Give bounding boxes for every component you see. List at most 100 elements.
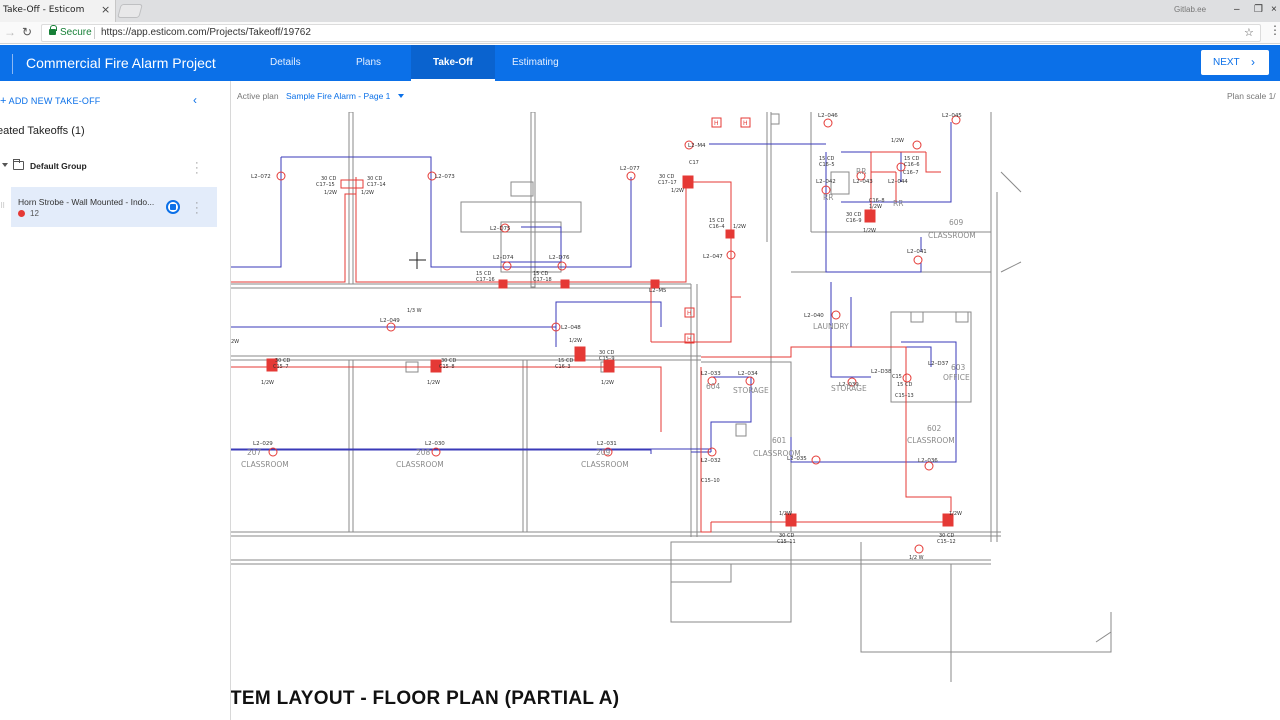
secure-label: Secure — [60, 27, 92, 38]
address-bar[interactable]: Secure https://app.esticom.com/Projects/… — [41, 24, 1261, 42]
svg-text:30 CD: 30 CD — [846, 212, 861, 218]
svg-text:L2–033: L2–033 — [701, 371, 721, 377]
svg-text:CLASSROOM: CLASSROOM — [241, 460, 289, 469]
svg-text:30 CD: 30 CD — [321, 176, 336, 182]
svg-text:L2–M4: L2–M4 — [688, 143, 706, 149]
svg-text:1/2 W: 1/2 W — [909, 555, 924, 561]
new-tab-button[interactable] — [117, 4, 143, 18]
svg-text:15 CD: 15 CD — [904, 156, 919, 162]
plan-scale: Plan scale 1/ — [1227, 91, 1276, 101]
browser-tabstrip: Take-Off - Esticom × Gitlab.ee – ❐ × — [0, 0, 1280, 22]
svg-text:L2–035: L2–035 — [787, 456, 807, 462]
svg-text:15 CD: 15 CD — [533, 271, 548, 277]
reload-icon[interactable]: ↻ — [22, 25, 33, 39]
group-row[interactable]: Default Group ··· — [0, 157, 230, 179]
add-takeoff-label: ADD NEW TAKE-OFF — [8, 96, 101, 106]
floor-plan-drawing[interactable]: H H H H L2–072 L2–073 L2–077 L2–M4 L2–04… — [231, 112, 1280, 692]
svg-text:L2–D74: L2–D74 — [493, 255, 514, 261]
svg-text:30 CD: 30 CD — [779, 533, 794, 539]
svg-text:1/3 W: 1/3 W — [407, 308, 422, 314]
browser-menu-icon[interactable]: ⋮ — [1269, 23, 1280, 37]
plan-viewer[interactable]: Active plan Sample Fire Alarm - Page 1 P… — [231, 81, 1280, 720]
svg-text:609: 609 — [949, 218, 964, 227]
collapse-sidebar-icon[interactable]: ‹ — [193, 93, 197, 107]
svg-text:L2–045: L2–045 — [942, 113, 962, 119]
caret-down-icon[interactable] — [398, 94, 404, 98]
folder-icon — [13, 159, 24, 170]
svg-text:1/2W: 1/2W — [427, 380, 440, 386]
svg-text:30 CD: 30 CD — [659, 174, 674, 180]
window-close-icon[interactable]: × — [1271, 4, 1277, 15]
svg-text:H: H — [714, 120, 719, 127]
svg-text:CLASSROOM: CLASSROOM — [928, 231, 976, 240]
group-label: Default Group — [30, 161, 87, 171]
svg-text:L2–D37: L2–D37 — [928, 361, 949, 367]
star-icon[interactable]: ☆ — [1244, 27, 1254, 39]
heat-detector-labels: H H H H — [687, 120, 748, 343]
svg-text:H: H — [687, 336, 692, 343]
browser-tab[interactable]: Take-Off - Esticom × — [0, 0, 116, 22]
svg-text:604: 604 — [706, 382, 721, 391]
svg-text:C15: C15 — [892, 374, 902, 380]
drag-handle-icon[interactable]: ⠿ — [0, 203, 6, 210]
svg-text:C15–7: C15–7 — [273, 364, 289, 370]
profile-name[interactable]: Gitlab.ee — [1174, 5, 1207, 14]
stop-recording-icon[interactable] — [166, 200, 180, 214]
svg-text:1/2W: 1/2W — [601, 380, 614, 386]
svg-text:30 CD: 30 CD — [441, 358, 456, 364]
svg-text:C15–12: C15–12 — [937, 539, 956, 545]
svg-text:L2–048: L2–048 — [561, 325, 581, 331]
svg-text:L2–030: L2–030 — [425, 441, 445, 447]
browser-tab-title: Take-Off - Esticom — [3, 5, 85, 15]
maximize-icon[interactable]: ❐ — [1254, 4, 1263, 15]
minimize-icon[interactable]: – — [1234, 4, 1240, 15]
takeoff-item-count: 12 — [30, 209, 39, 218]
takeoff-item[interactable]: ⠿ Horn Strobe - Wall Mounted - Indo... 1… — [0, 187, 217, 227]
svg-text:CLASSROOM: CLASSROOM — [753, 449, 801, 458]
plan-walls — [231, 112, 1112, 682]
horn-strobe-markers — [266, 175, 954, 527]
tab-plans[interactable]: Plans — [356, 57, 382, 68]
add-takeoff-button[interactable]: +ADD NEW TAKE-OFF — [0, 95, 101, 107]
svg-text:H: H — [687, 310, 692, 317]
active-plan-label: Active plan — [237, 91, 279, 101]
color-swatch — [18, 210, 25, 217]
svg-text:L2–043: L2–043 — [853, 179, 873, 185]
group-menu-icon[interactable]: ··· — [195, 157, 199, 179]
caret-down-icon[interactable] — [2, 163, 8, 167]
svg-text:15 CD: 15 CD — [819, 156, 834, 162]
svg-text:603: 603 — [951, 363, 966, 372]
app-header: Commercial Fire Alarm Project Details Pl… — [0, 45, 1280, 81]
svg-text:L2–032: L2–032 — [701, 458, 721, 464]
svg-text:1/2W: 1/2W — [324, 190, 337, 196]
tab-estimating[interactable]: Estimating — [512, 57, 559, 68]
plus-icon: + — [0, 95, 7, 107]
svg-text:L2–029: L2–029 — [253, 441, 273, 447]
header-accent — [12, 54, 13, 74]
svg-text:601: 601 — [772, 436, 787, 445]
red-circuit — [231, 151, 952, 533]
browser-toolbar: → ↻ Secure https://app.esticom.com/Proje… — [0, 22, 1280, 44]
svg-text:L2–039: L2–039 — [839, 382, 859, 388]
room-labels: CLASSROOM CLASSROOM CLASSROOM CLASSROOM … — [241, 167, 976, 469]
svg-text:C17–15: C17–15 — [316, 182, 335, 188]
tab-takeoff[interactable]: Take-Off — [411, 45, 495, 81]
active-plan-select[interactable]: Sample Fire Alarm - Page 1 — [286, 91, 391, 101]
plan-sheet-title: TEM LAYOUT - FLOOR PLAN (PARTIAL A) — [231, 688, 620, 709]
svg-text:C17–17: C17–17 — [658, 180, 677, 186]
project-title: Commercial Fire Alarm Project — [26, 55, 216, 71]
svg-text:C16–4: C16–4 — [709, 224, 725, 230]
url-text[interactable]: https://app.esticom.com/Projects/Takeoff… — [101, 27, 311, 38]
next-button[interactable]: NEXT › — [1201, 50, 1269, 75]
svg-text:L2–D38: L2–D38 — [871, 369, 892, 375]
forward-icon[interactable]: → — [4, 25, 16, 39]
svg-text:L2–D76: L2–D76 — [549, 255, 570, 261]
close-icon[interactable]: × — [101, 3, 111, 16]
svg-text:RR: RR — [893, 199, 903, 208]
svg-text:OFFICE: OFFICE — [943, 373, 970, 382]
tab-details[interactable]: Details — [270, 57, 301, 68]
svg-text:RR: RR — [823, 193, 833, 202]
svg-text:CLASSROOM: CLASSROOM — [396, 460, 444, 469]
svg-text:C17–18: C17–18 — [533, 277, 552, 283]
item-menu-icon[interactable]: ··· — [195, 197, 199, 219]
